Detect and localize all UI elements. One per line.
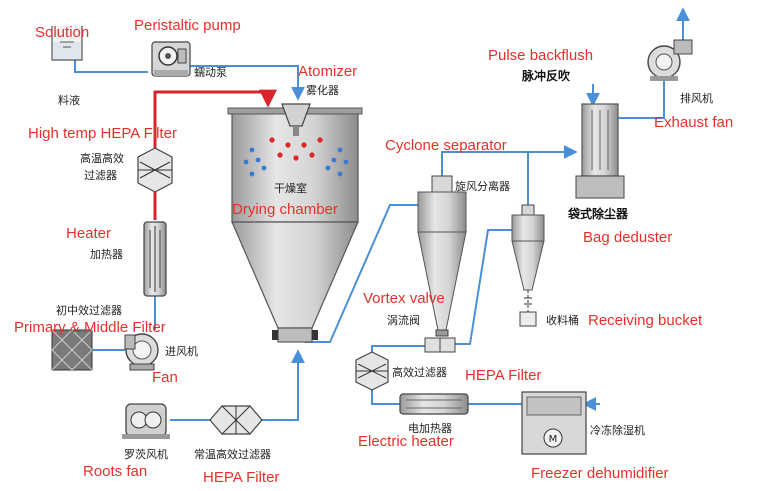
- label-high-temp-hepa-zh-2: 过滤器: [84, 169, 117, 182]
- peristaltic-pump-icon: [151, 41, 191, 77]
- label-primary-middle-filter-zh: 初中效过滤器: [56, 303, 122, 317]
- label-exhaust-fan-zh: 排风机: [680, 91, 713, 105]
- label-roots-fan-en: Roots fan: [83, 463, 147, 480]
- inlet-fan-icon: [124, 333, 159, 371]
- exhaust-fan-icon: [647, 39, 693, 81]
- label-electric-heater-zh: 电加热器: [408, 422, 452, 435]
- label-drying-chamber-zh: 干燥室: [274, 181, 307, 195]
- label-atomizer-zh: 雾化器: [306, 83, 339, 97]
- bag-deduster-icon: [575, 103, 625, 199]
- label-drying-chamber-en: Drying chamber: [232, 201, 338, 218]
- electric-heater-icon: [399, 393, 469, 415]
- label-fan-zh: 进风机: [165, 344, 198, 358]
- label-vortex-valve-en: Vortex valve: [363, 290, 445, 307]
- receiving-bucket-icon: [519, 297, 537, 327]
- label-fan-en: Fan: [152, 369, 178, 386]
- solution-beaker-icon: [51, 26, 83, 61]
- label-hepa-filter-bottom-zh: 常温高效过滤器: [194, 447, 271, 461]
- heater-icon: [143, 221, 167, 297]
- label-vortex-valve-zh: 涡流阀: [387, 313, 420, 327]
- label-receiving-bucket-zh: 收料桶: [546, 313, 579, 327]
- high-temp-hepa-filter-icon: [137, 147, 173, 193]
- label-cyclone-separator-en: Cyclone separator: [385, 137, 507, 154]
- drying-chamber-icon: [227, 107, 363, 343]
- receiving-cyclone-icon: [511, 204, 545, 291]
- atomizer-icon: [281, 103, 311, 136]
- label-bag-deduster-zh: 袋式除尘器: [567, 206, 629, 221]
- label-hepa-filter-mid-zh: 高效过滤器: [392, 365, 447, 379]
- label-peristaltic-pump-en: Peristaltic pump: [134, 17, 241, 34]
- label-pulse-backflush-en: Pulse backflush: [488, 47, 593, 64]
- label-heater-en: Heater: [66, 225, 111, 242]
- label-exhaust-fan-en: Exhaust fan: [654, 114, 733, 131]
- label-hepa-filter-mid-en: HEPA Filter: [465, 367, 541, 384]
- roots-fan-icon: [122, 403, 170, 439]
- label-electric-heater-en: Electric heater: [358, 433, 454, 450]
- primary-middle-filter-icon: [51, 329, 93, 371]
- label-freezer-dehumidifier-zh: 冷冻除湿机: [590, 423, 645, 437]
- label-peristaltic-pump-zh: 蠕动泵: [194, 66, 227, 79]
- motor-symbol: M: [549, 434, 558, 445]
- label-solution-zh: 料液: [58, 93, 80, 107]
- cyclone-separator-icon: [417, 175, 467, 337]
- label-atomizer-en: Atomizer: [298, 63, 357, 80]
- label-high-temp-hepa-zh-1: 高温高效: [80, 151, 124, 165]
- label-bag-deduster-en: Bag deduster: [583, 229, 672, 246]
- label-high-temp-hepa-en: High temp HEPA Filter: [28, 125, 177, 142]
- spray-droplets: [243, 137, 349, 177]
- label-pulse-backflush-zh: 脉冲反吹: [521, 68, 571, 83]
- label-hepa-filter-bottom-en: HEPA Filter: [203, 469, 279, 486]
- hepa-filter-bottom-icon: [209, 405, 263, 435]
- label-roots-fan-zh: 罗茨风机: [124, 447, 168, 461]
- vortex-valve-icon: [424, 337, 456, 353]
- label-primary-middle-filter-en: Primary & Middle Filter: [14, 319, 166, 336]
- label-freezer-dehumidifier-en: Freezer dehumidifier: [531, 465, 669, 482]
- label-receiving-bucket-en: Receiving bucket: [588, 312, 703, 329]
- label-cyclone-separator-zh: 旋风分离器: [455, 179, 510, 193]
- label-solution-en: Solution: [35, 24, 89, 41]
- hepa-filter-mid-icon: [355, 351, 389, 391]
- label-heater-zh: 加热器: [90, 248, 123, 261]
- freezer-dehumidifier-icon: [521, 391, 587, 455]
